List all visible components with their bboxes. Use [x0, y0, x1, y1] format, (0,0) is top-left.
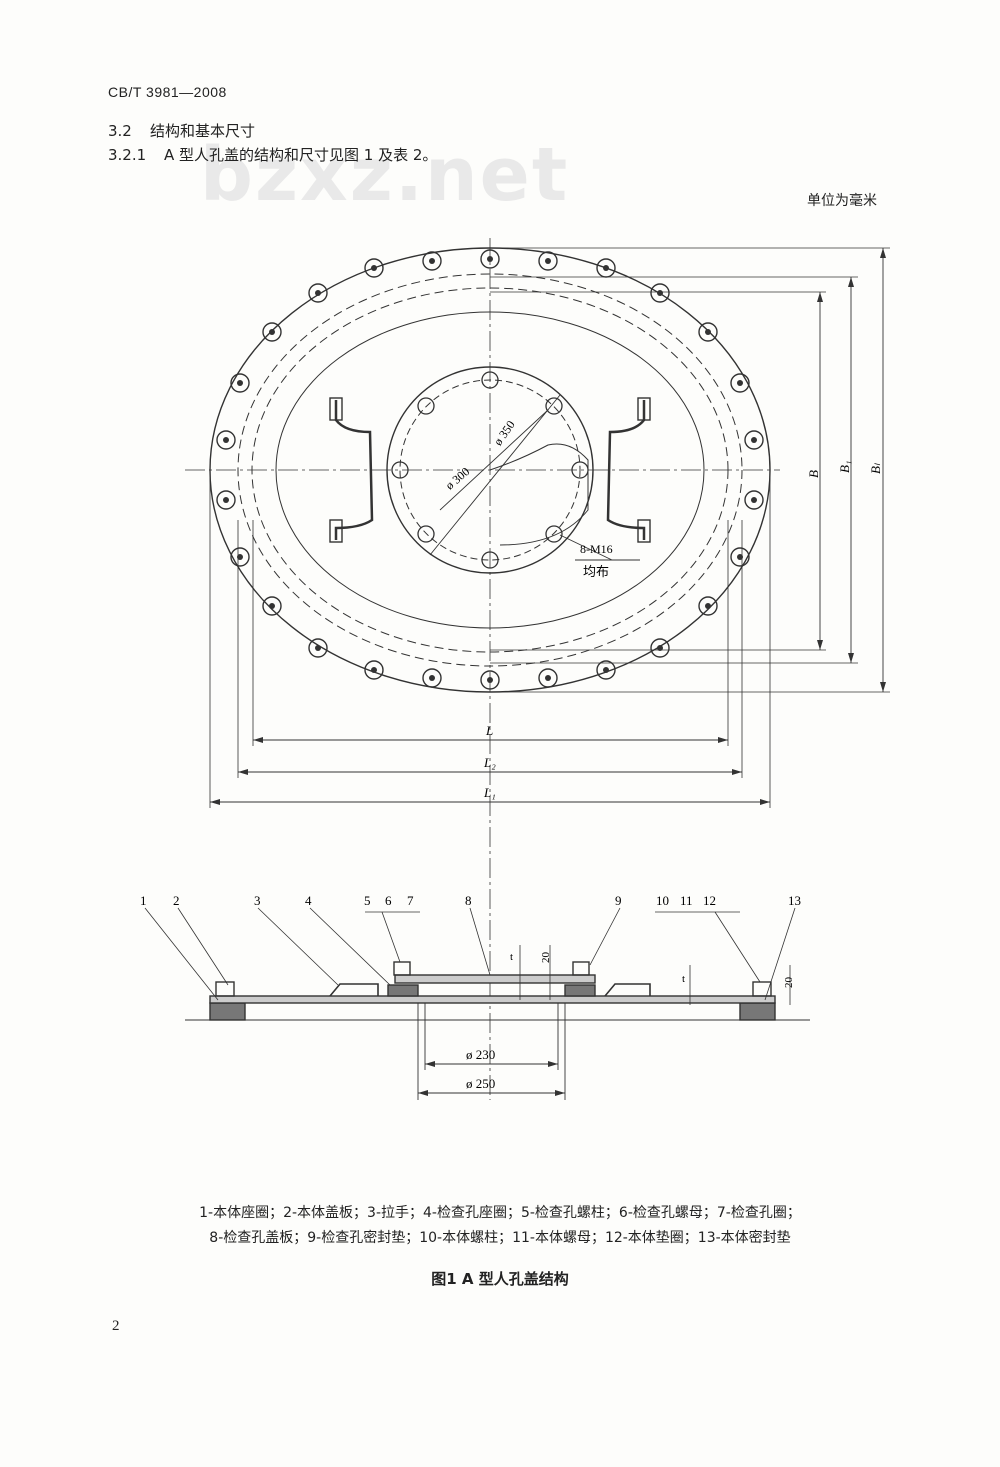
body-seat-ring-right — [739, 1002, 776, 1021]
page-number: 2 — [112, 1318, 120, 1334]
right-handle-bottom-lug — [637, 519, 651, 543]
right-handle-top-lug — [637, 397, 651, 421]
d300-label: ø 300 — [443, 464, 473, 492]
right-handle — [606, 400, 646, 540]
d350-label: ø 350 — [491, 418, 518, 448]
standard-code: CB/T 3981—2008 — [108, 84, 227, 100]
part-number-4: 4 — [305, 893, 312, 908]
part-number-12: 12 — [703, 893, 716, 908]
left-handle-top-lug — [329, 397, 343, 421]
section-number: 3.2 — [108, 122, 132, 140]
bolt-spec-label: 8-M16 — [580, 542, 613, 556]
section-handle-right — [604, 983, 651, 997]
inspection-seat-ring-right — [564, 984, 596, 997]
part-number-9: 9 — [615, 893, 622, 908]
section-insp-bolt-left — [393, 961, 411, 976]
dim-B-label: B — [806, 470, 821, 478]
section-insp-bolt-right — [572, 961, 590, 976]
section-handle-left — [329, 983, 379, 997]
section-bolt-right — [752, 981, 772, 997]
subsection-body: A 型人孔盖的结构和尺寸见图 1 及表 2。 — [164, 146, 438, 164]
part-number-1: 1 — [140, 893, 147, 908]
watermark: bzxz.net — [200, 132, 570, 218]
dim-d230-label: ø 230 — [466, 1047, 495, 1062]
dim-20-label-1: 20 — [540, 952, 552, 964]
legend-line-1: 1-本体座圈；2-本体盖板；3-拉手；4-检查孔座圈；5-检查孔螺柱；6-检查孔… — [199, 1205, 801, 1221]
d300-leader — [439, 409, 549, 511]
part-number-3: 3 — [254, 893, 261, 908]
bolt-leader — [559, 534, 613, 561]
section-view — [144, 907, 810, 1100]
part-number-5: 5 — [364, 893, 371, 908]
part-number-8: 8 — [465, 893, 472, 908]
left-handle-bottom-lug — [329, 519, 343, 543]
subsection-number: 3.2.1 — [108, 146, 147, 164]
cut-away-view — [489, 443, 589, 546]
figure-caption: 图1 A 型人孔盖结构 — [431, 1270, 569, 1288]
dim-B1-label: B₁ — [837, 461, 852, 473]
unit-note: 单位为毫米 — [807, 193, 877, 209]
part-number-2: 2 — [173, 893, 180, 908]
part-number-13: 13 — [788, 893, 801, 908]
part-number-6: 6 — [385, 893, 392, 908]
section-bolt-left — [215, 981, 235, 997]
inspection-bolts — [391, 371, 589, 569]
dim-L-label: L — [485, 723, 493, 738]
d350-leader — [429, 394, 561, 556]
dim-Bl-label: Bₗ — [868, 463, 883, 474]
inspection-seat-ring-left — [387, 984, 419, 997]
dim-20-label-2: 20 — [783, 977, 795, 989]
body-cover-plate — [209, 995, 776, 1004]
left-handle — [334, 400, 374, 540]
part-number-7: 7 — [407, 893, 414, 908]
dim-t-label-1: t — [510, 951, 513, 963]
bolt-note-label: 均布 — [583, 564, 609, 579]
part-number-10: 10 — [656, 893, 669, 908]
inspection-cover-plate — [394, 974, 596, 984]
outer-bolts — [216, 249, 764, 690]
dim-L2-label: L₂ — [483, 755, 496, 770]
subsection-text: 3.2.1 A 型人孔盖的结构和尺寸见图 1 及表 2。 — [108, 144, 437, 165]
section-title: 结构和基本尺寸 — [150, 122, 256, 140]
body-seat-ring-left — [209, 1002, 246, 1021]
legend-line-2: 8-检查孔盖板；9-检查孔密封垫；10-本体螺柱；11-本体螺母；12-本体垫圈… — [209, 1230, 791, 1246]
dim-d250-label: ø 250 — [466, 1076, 495, 1091]
outer-bolt-centers — [223, 256, 757, 683]
part-number-11: 11 — [680, 893, 693, 908]
dim-L1-label: L₁ — [483, 785, 496, 800]
section-heading: 3.2 结构和基本尺寸 — [108, 120, 255, 141]
dim-t-label-2: t — [682, 973, 685, 985]
